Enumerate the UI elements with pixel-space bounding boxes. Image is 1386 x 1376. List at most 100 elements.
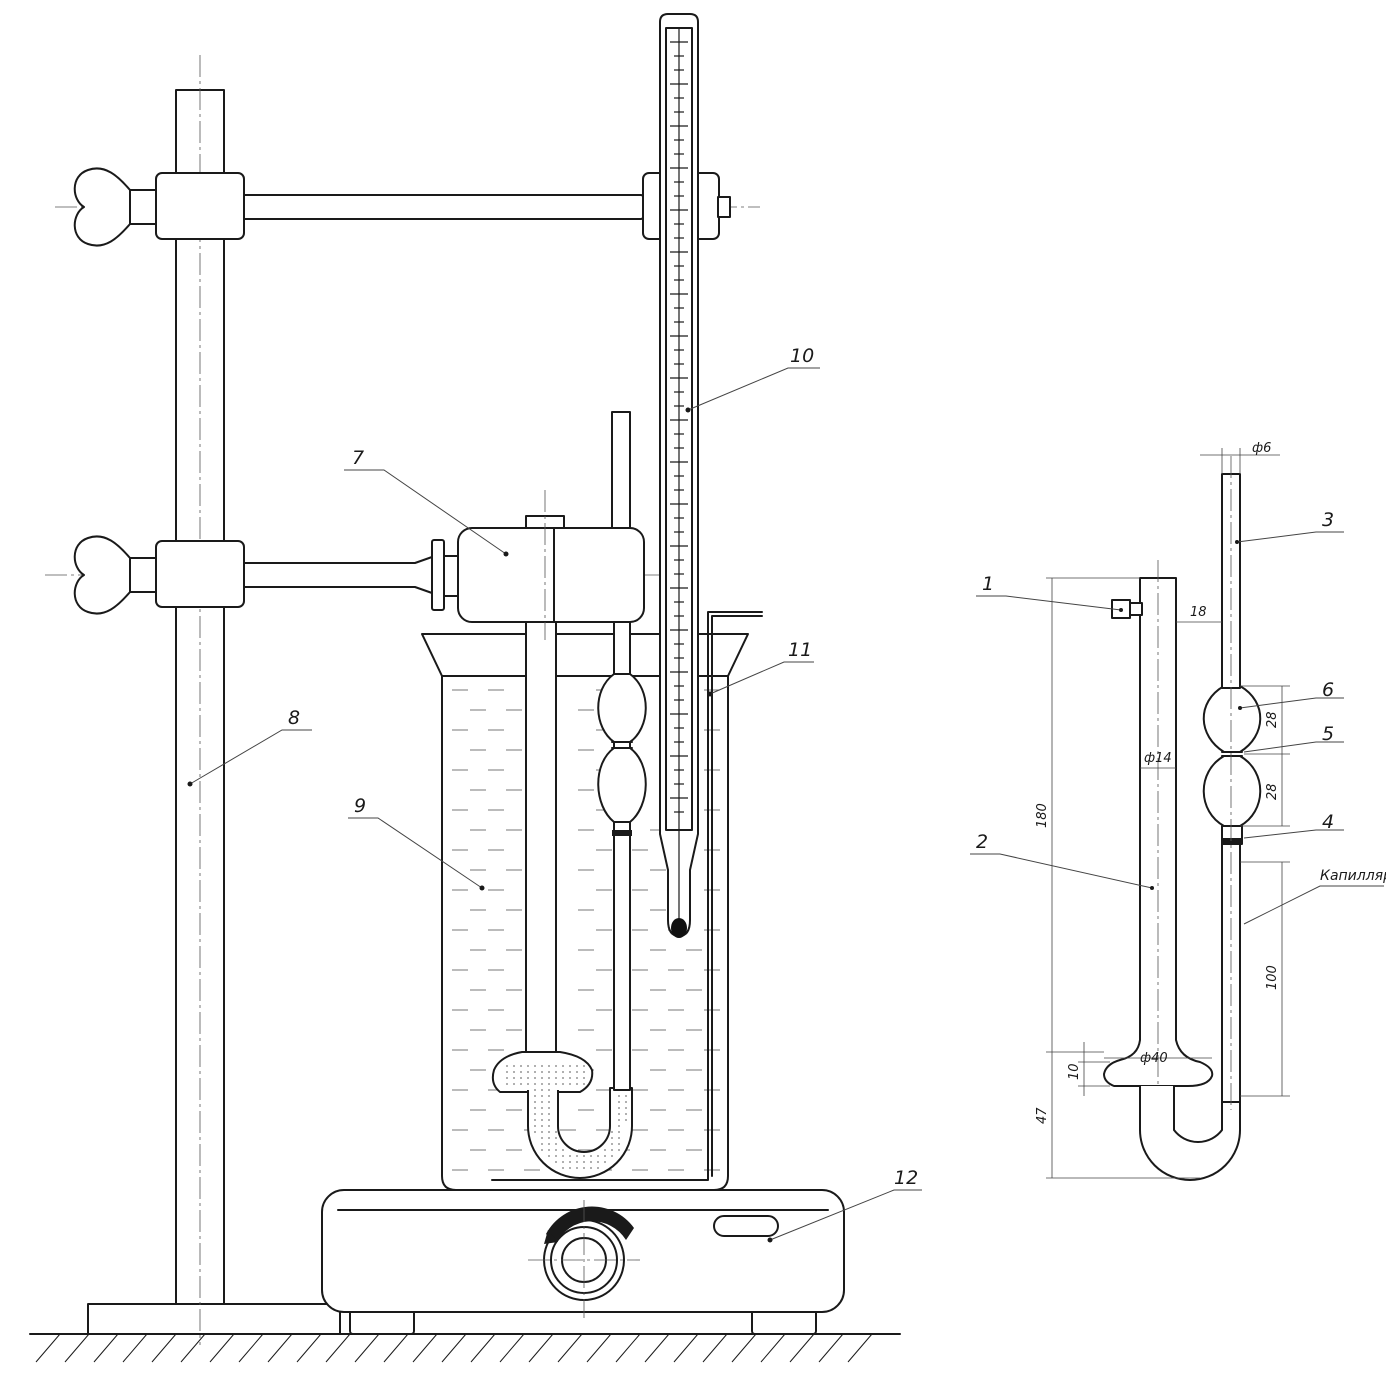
liquid-stipple [548,1119,550,1121]
liquid-stipple [520,1071,522,1073]
liquid-stipple [562,1155,564,1157]
knob-scale-arc [546,1206,634,1244]
liquid-stipple [625,1095,627,1097]
liquid-stipple [555,1083,557,1085]
floor-hatch [35,1333,61,1363]
mark-ring-detail [1222,838,1242,845]
liquid-stipple [562,1167,564,1169]
liquid-stipple [611,1131,613,1133]
upper-screw [127,189,159,225]
liquid-stipple [520,1065,522,1067]
liquid-stipple [583,1155,585,1157]
floor-hatch [673,1333,699,1363]
liquid-stipple [590,1167,592,1169]
liquid-stipple [534,1119,536,1121]
floor-hatch [470,1333,496,1363]
callout-7: 7 [352,447,364,469]
liquid-stipple [541,1149,543,1151]
liquid-stipple [527,1065,529,1067]
liquid-stipple [625,1101,627,1103]
liquid-stipple [569,1065,571,1067]
liquid-stipple [548,1137,550,1139]
liquid-stipple [611,1137,613,1139]
liquid-stipple [513,1077,515,1079]
liquid-stipple [541,1071,543,1073]
liquid-stipple [534,1083,536,1085]
liquid-stipple [555,1071,557,1073]
dim-d14: ф14 [1144,751,1172,766]
callout-3: 3 [1322,509,1334,531]
upper-boss-head [155,172,245,240]
liquid-stipple [506,1077,508,1079]
floor-hatch [267,1333,293,1363]
liquid-stipple [618,1143,620,1145]
liquid-stipple [555,1131,557,1133]
liquid-stipple [583,1083,585,1085]
floor-hatch [122,1333,148,1363]
liquid-stipple [548,1143,550,1145]
upper-holder-screw [717,196,731,218]
liquid-stipple [611,1149,613,1151]
liquid-stipple [555,1161,557,1163]
lower-screw [127,557,159,593]
liquid-stipple [583,1167,585,1169]
liquid-stipple [541,1101,543,1103]
liquid-stipple [548,1083,550,1085]
holder-body [457,527,645,623]
bulb-lower-detail [1202,755,1262,827]
liquid-stipple [534,1065,536,1067]
floor-hatch [209,1333,235,1363]
liquid-stipple [625,1113,627,1115]
clamp-neck [443,555,459,597]
liquid-stipple [548,1125,550,1127]
liquid-stipple [618,1125,620,1127]
callout-labels: 1 2 3 4 5 6 7 8 9 10 11 12 Капилляр [288,345,1386,1189]
liquid-stipple [562,1083,564,1085]
liquid-stipple [555,1149,557,1151]
liquid-stipple [555,1143,557,1145]
floor-hatch [93,1333,119,1363]
callout-10: 10 [790,345,814,367]
bulb-upper-bath [597,673,647,743]
liquid-stipple [562,1077,564,1079]
dim-28-lower: 28 [1265,783,1280,800]
liquid-stipple [548,1113,550,1115]
liquid-stipple [527,1071,529,1073]
liquid-stipple [548,1071,550,1073]
liquid-stipple [604,1161,606,1163]
floor-hatch [441,1333,467,1363]
liquid-stipple [548,1095,550,1097]
liquid-stipple [569,1155,571,1157]
liquid-stipple [548,1107,550,1109]
plate-foot-right [751,1309,817,1335]
liquid-stipple [618,1095,620,1097]
liquid-stipple [569,1161,571,1163]
liquid-stipple [541,1095,543,1097]
liquid-stipple [618,1131,620,1133]
floor-hatch [238,1333,264,1363]
upper-arm [239,194,644,220]
liquid-stipple [618,1101,620,1103]
callout-12: 12 [894,1167,918,1189]
liquid-stipple [618,1107,620,1109]
dim-100: 100 [1265,965,1280,990]
floor-hatch [789,1333,815,1363]
leader-lines [187,367,1384,1243]
liquid-stipple [604,1155,606,1157]
liquid-stipple [534,1089,536,1091]
liquid-stipple [590,1161,592,1163]
liquid-stipple [534,1101,536,1103]
floor-hatch [760,1333,786,1363]
floor-hatch [64,1333,90,1363]
liquid-stipple [513,1065,515,1067]
floor-hatch [325,1333,351,1363]
liquid-stipple [506,1071,508,1073]
floor-hatch [702,1333,728,1363]
liquid-stipple [576,1167,578,1169]
liquid-stipple [597,1167,599,1169]
floor-hatch [586,1333,612,1363]
dim-28-upper: 28 [1265,711,1280,728]
liquid-stipple [534,1095,536,1097]
liquid-stipple [583,1071,585,1073]
clamp-flange [431,539,445,611]
